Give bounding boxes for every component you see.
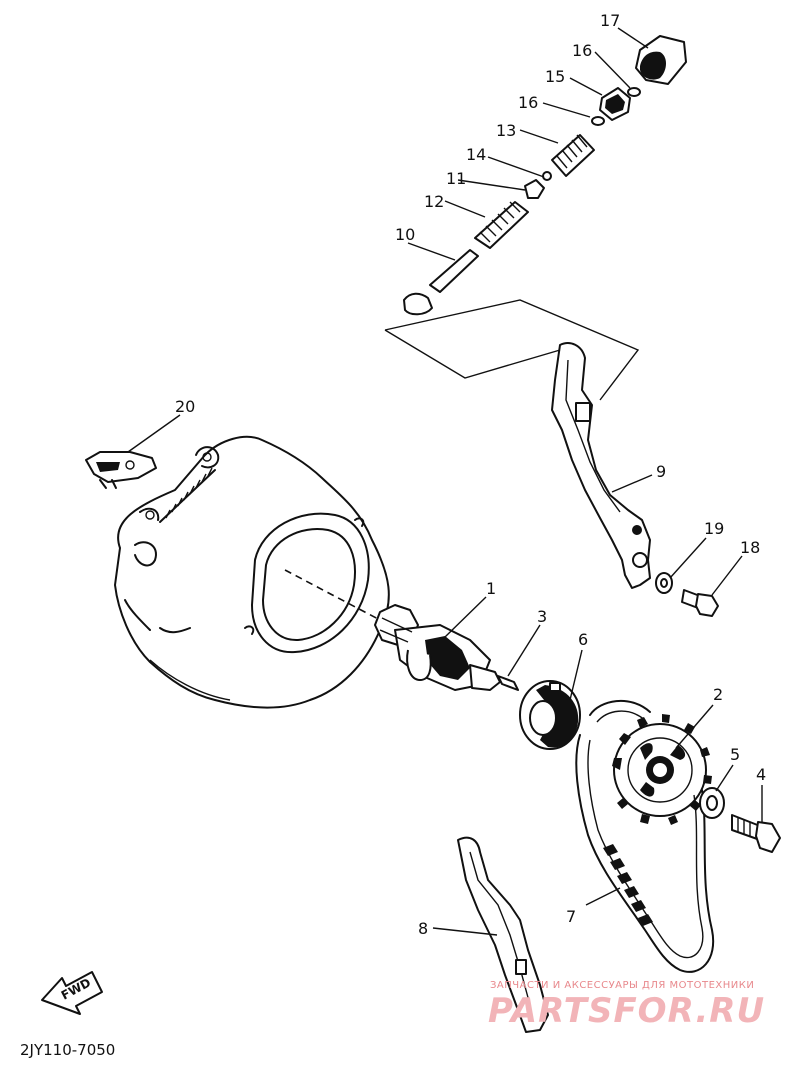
callout-12: 12 xyxy=(424,192,444,211)
callout-18: 18 xyxy=(740,538,760,557)
callout-15: 15 xyxy=(545,67,565,86)
callout-3: 3 xyxy=(537,607,547,626)
callout-2: 2 xyxy=(713,685,723,704)
cam-chain-loop xyxy=(575,699,715,973)
cable-bracket xyxy=(85,451,157,489)
tensioner-spring-lower xyxy=(474,201,529,249)
callout-leaders xyxy=(127,27,763,936)
camshaft-axis-line xyxy=(284,569,381,621)
callout-13: 13 xyxy=(496,121,516,140)
callout-10: 10 xyxy=(395,225,415,244)
callout-19: 19 xyxy=(704,519,724,538)
cam-sprocket xyxy=(612,714,712,825)
callout-1: 1 xyxy=(486,579,496,598)
sprocket-washer xyxy=(699,787,725,819)
guide-washer xyxy=(655,572,673,594)
tensioner-ball xyxy=(542,171,552,181)
sprocket-bolt xyxy=(731,814,781,853)
callout-20: 20 xyxy=(175,397,195,416)
callout-16-upper: 16 xyxy=(572,41,592,60)
callout-11: 11 xyxy=(446,169,466,188)
camshaft xyxy=(374,604,501,691)
guide-bolt xyxy=(681,589,719,617)
watermark-tagline: ЗАПЧАСТИ И АКСЕССУАРЫ ДЛЯ МОТОТЕХНИКИ xyxy=(490,980,754,991)
watermark: ЗАПЧАСТИ И АКСЕССУАРЫ ДЛЯ МОТОТЕХНИКИ PA… xyxy=(488,980,765,1031)
tensioner-nut xyxy=(524,179,545,199)
cam-chain-section xyxy=(603,844,653,926)
tensioner-body xyxy=(599,87,631,121)
callout-9: 9 xyxy=(656,462,666,481)
callout-16-lower: 16 xyxy=(518,93,538,112)
forward-arrow-icon: FWD xyxy=(41,971,103,1015)
callout-6: 6 xyxy=(578,630,588,649)
o-ring-lower xyxy=(591,116,605,126)
tensioner-rod xyxy=(403,249,479,316)
o-ring-upper xyxy=(627,87,641,97)
tensioner-cap-bolt xyxy=(635,35,687,85)
callout-7: 7 xyxy=(566,907,576,926)
drawing-code: 2JY110-7050 xyxy=(20,1041,115,1059)
callout-17: 17 xyxy=(600,11,620,30)
callout-4: 4 xyxy=(756,765,766,784)
callout-8: 8 xyxy=(418,919,428,938)
cylinder-head-cover xyxy=(114,435,390,709)
dowel-pin xyxy=(497,675,519,691)
tensioner-spring-upper xyxy=(551,134,595,177)
callout-14: 14 xyxy=(466,145,486,164)
chain-tensioner-guide xyxy=(551,342,651,589)
tensioner-assembly-frame xyxy=(384,299,640,401)
watermark-brand: PARTSFOR.RU xyxy=(488,991,765,1031)
callout-5: 5 xyxy=(730,745,740,764)
chain-guide xyxy=(457,836,549,1033)
cam-spacer-bushing xyxy=(519,680,581,750)
